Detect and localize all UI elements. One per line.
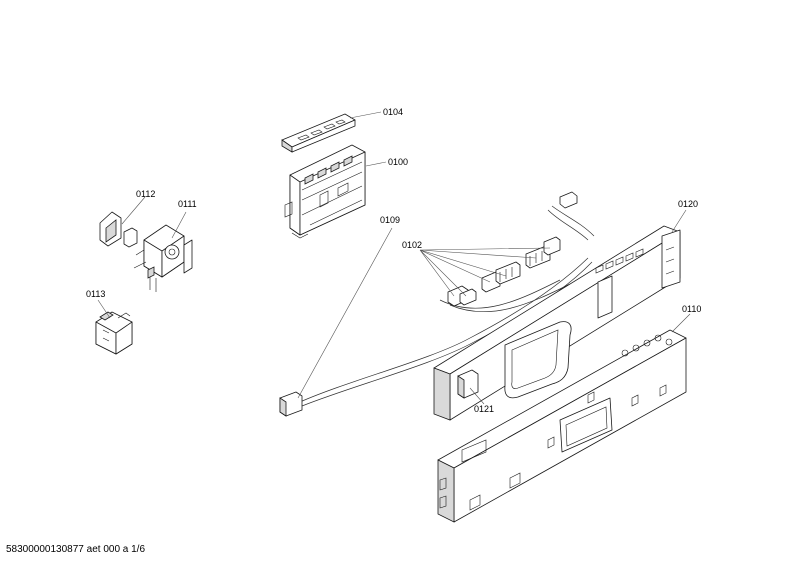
- part-0102-connectors: [447, 236, 561, 307]
- part-0109-wire-harness: [279, 191, 595, 417]
- part-0104-display-strip: [281, 113, 356, 153]
- leader-lines: [97, 111, 691, 405]
- callout-0100: 0100: [388, 157, 408, 167]
- callout-0104: 0104: [383, 107, 403, 117]
- part-0111-switch-assembly: [133, 224, 193, 292]
- callout-0109: 0109: [380, 215, 400, 225]
- callout-labels: 0104 0100 0109 0102 0112 0111 0113 0120 …: [86, 107, 701, 414]
- callout-0120: 0120: [678, 199, 698, 209]
- callout-0112: 0112: [136, 189, 155, 199]
- part-0120-control-panel-trim: [433, 225, 681, 421]
- callout-0102: 0102: [402, 240, 422, 250]
- part-0110-control-frame: [437, 329, 687, 523]
- drawing-number-footer: 58300000130877 aet 000 a 1/6: [6, 544, 146, 555]
- part-0112-bracket: [99, 211, 138, 248]
- callout-0113: 0113: [86, 289, 105, 299]
- part-0113-relay-block: [95, 311, 133, 355]
- part-0100-electronic-module: [284, 144, 366, 239]
- callout-0110: 0110: [682, 304, 701, 314]
- callout-0121: 0121: [474, 404, 494, 414]
- callout-0111: 0111: [178, 199, 197, 209]
